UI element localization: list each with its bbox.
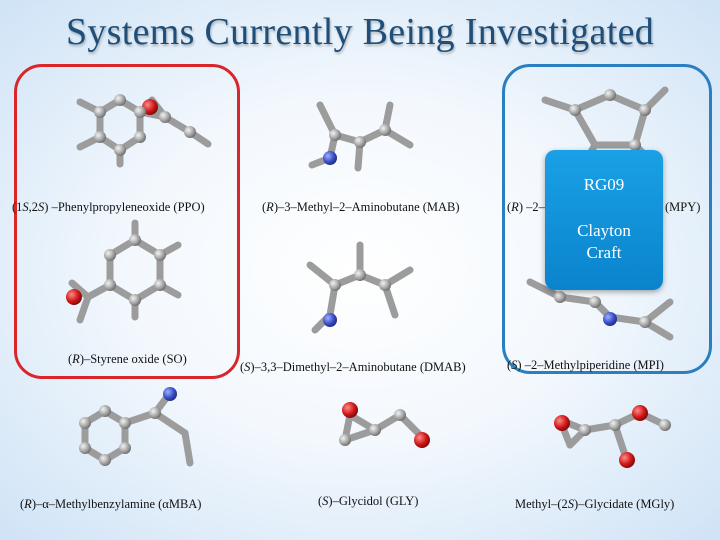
label-dmab: (S)–3,3–Dimethyl–2–Aminobutane (DMAB) [240,360,466,374]
so-molecule-model [66,219,182,324]
mgly-molecule-model [554,405,671,468]
label-mab: (R)–3–Methyl–2–Aminobutane (MAB) [262,200,460,214]
dmab-molecule-model [306,241,414,334]
label-mgly: Methyl–(2S)–Glycidate (MGly) [515,497,675,511]
amba-molecule-model [79,387,194,467]
mab-molecule-model [308,101,414,172]
label-gly: (S)–Glycidol (GLY) [318,494,419,508]
gly-molecule-model [339,402,430,448]
ppo-molecule-model [76,94,212,168]
badge-last-name: Craft [586,243,622,262]
presenter-badge: RG09 Clayton Craft [545,150,663,290]
label-amba: (R)–α–Methylbenzylamine (αMBA) [20,497,202,511]
label-mpi: (S) –2–Methylpiperidine (MPI) [507,358,664,372]
label-so: (R)–Styrene oxide (SO) [68,352,187,366]
label-mpy-right: (MPY) [665,200,701,214]
badge-room: RG09 [583,175,625,194]
label-ppo: (1S,2S) –Phenylpropyleneoxide (PPO) [12,200,205,214]
badge-presenter: Clayton Craft [545,220,663,264]
highlight-frame-blue [502,64,712,374]
highlight-frame-red [14,64,240,379]
page-title: Systems Currently Being Investigated [65,11,655,53]
label-mpy-left: (R) –2– [507,200,545,214]
mpi-molecule-model [526,278,674,341]
badge-first-name: Clayton [577,221,631,240]
